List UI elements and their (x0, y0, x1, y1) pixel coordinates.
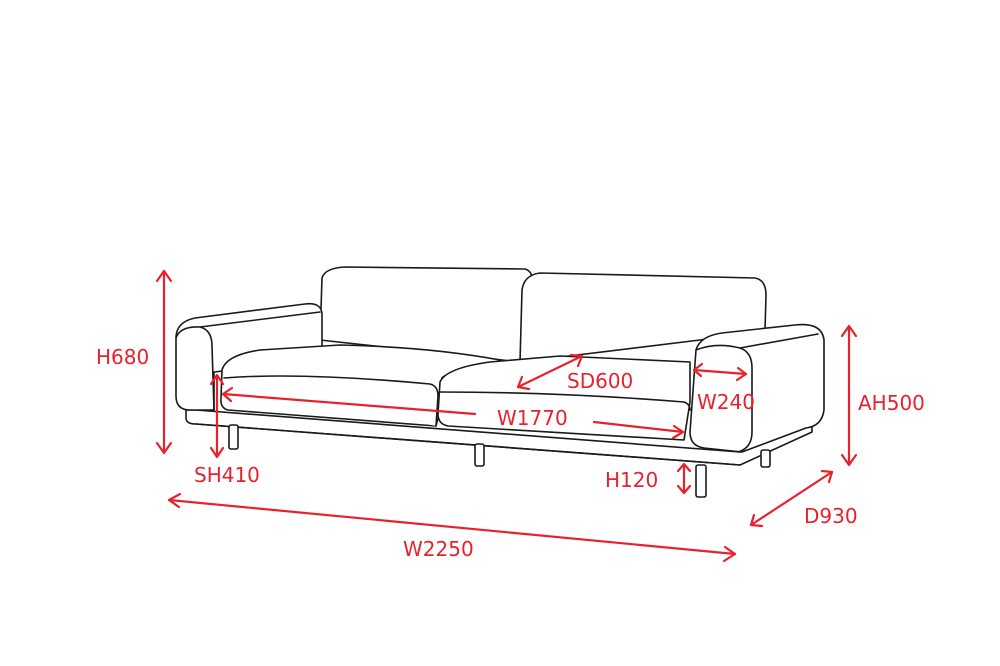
left-arm-top-seam (199, 311, 321, 328)
arrow-seat-height (209, 373, 225, 459)
label-overall-height: H680 (96, 345, 149, 369)
leg-back-mid (474, 443, 485, 467)
leg-back-right (760, 449, 771, 468)
arrow-leg-height (676, 462, 692, 495)
seat-cushion-right (437, 355, 691, 441)
label-overall-width: W2250 (403, 537, 474, 561)
label-arm-height: AH500 (858, 391, 925, 415)
leg-front-right (695, 464, 707, 498)
back-cushion-right (519, 272, 767, 363)
arrow-seat-depth (516, 353, 584, 391)
arrow-overall-height (155, 269, 173, 455)
right-arm (689, 323, 825, 453)
dimension-arrows (155, 269, 858, 563)
arrow-overall-width (167, 492, 737, 563)
label-seat-height: SH410 (194, 463, 260, 487)
arrow-arm-height (840, 324, 858, 467)
seat-cushion-left-front (223, 375, 439, 427)
seat-cushion-right-front (439, 391, 691, 411)
dimension-labels: H680 SH410 W2250 W1770 SD600 W240 AH500 … (96, 345, 925, 561)
arrow-seat-width (221, 386, 685, 440)
label-seat-depth: SD600 (567, 369, 633, 393)
label-seat-width: W1770 (497, 406, 568, 430)
arrow-overall-depth (749, 469, 834, 528)
label-leg-height: H120 (605, 468, 658, 492)
right-arm-front (695, 344, 753, 453)
leg-front-left (228, 424, 239, 450)
label-arm-width: W240 (697, 390, 755, 414)
right-arm-top-seam (739, 333, 819, 349)
sofa-drawing (175, 266, 825, 498)
label-overall-depth: D930 (804, 504, 858, 528)
arrow-arm-width (692, 362, 748, 382)
base-edge (195, 423, 741, 466)
